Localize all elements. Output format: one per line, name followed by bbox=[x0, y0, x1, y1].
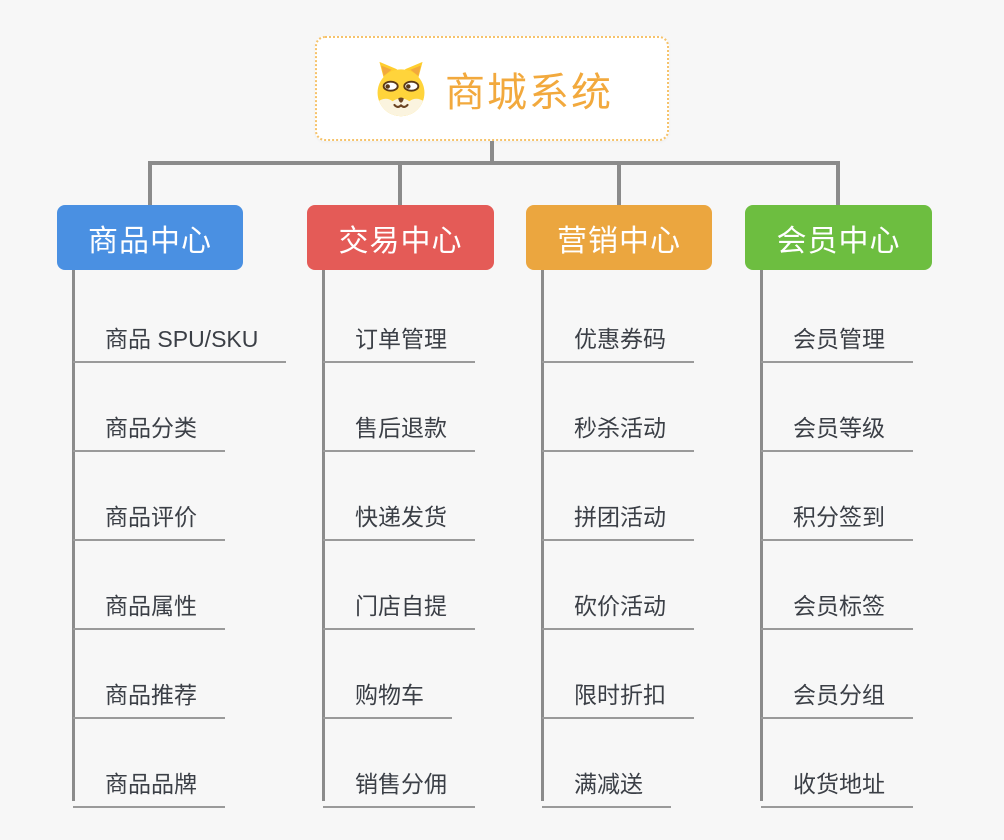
leaf-node[interactable]: 商品属性 bbox=[73, 575, 225, 630]
leaf-node[interactable]: 会员标签 bbox=[761, 575, 913, 630]
trunk-products bbox=[72, 270, 75, 801]
branch-header-marketing[interactable]: 营销中心 bbox=[526, 205, 712, 270]
connector-horizontal-bar bbox=[148, 161, 840, 165]
leaf-node[interactable]: 商品评价 bbox=[73, 486, 225, 541]
branch-header-members[interactable]: 会员中心 bbox=[745, 205, 932, 270]
leaf-node[interactable]: 收货地址 bbox=[761, 753, 913, 808]
connector-drop-4 bbox=[836, 161, 840, 205]
leaf-node[interactable]: 门店自提 bbox=[323, 575, 475, 630]
leaf-node[interactable]: 限时折扣 bbox=[542, 664, 694, 719]
leaf-node[interactable]: 销售分佣 bbox=[323, 753, 475, 808]
leaf-node[interactable]: 商品推荐 bbox=[73, 664, 225, 719]
connector-drop-3 bbox=[617, 161, 621, 205]
leaf-node[interactable]: 商品品牌 bbox=[73, 753, 225, 808]
leaf-node[interactable]: 会员等级 bbox=[761, 397, 913, 452]
leaf-node[interactable]: 订单管理 bbox=[323, 308, 475, 363]
connector-root-stub bbox=[490, 141, 494, 161]
trunk-trade bbox=[322, 270, 325, 801]
root-title: 商城系统 bbox=[445, 70, 613, 115]
leaf-node[interactable]: 秒杀活动 bbox=[542, 397, 694, 452]
connector-drop-2 bbox=[398, 161, 402, 205]
dog-face-icon bbox=[377, 61, 425, 116]
leaf-node[interactable]: 拼团活动 bbox=[542, 486, 694, 541]
leaf-node[interactable]: 砍价活动 bbox=[542, 575, 694, 630]
leaf-node[interactable]: 商品 SPU/SKU bbox=[73, 308, 287, 363]
leaf-node[interactable]: 积分签到 bbox=[761, 486, 913, 541]
leaf-node[interactable]: 快递发货 bbox=[323, 486, 475, 541]
leaf-node[interactable]: 优惠券码 bbox=[542, 308, 694, 363]
trunk-marketing bbox=[541, 270, 544, 801]
connector-drop-1 bbox=[148, 161, 152, 205]
leaf-node[interactable]: 满减送 bbox=[542, 753, 671, 808]
root-node[interactable]: 商城系统 bbox=[315, 36, 669, 141]
leaf-node[interactable]: 会员分组 bbox=[761, 664, 913, 719]
branch-header-trade[interactable]: 交易中心 bbox=[307, 205, 494, 270]
branch-header-products[interactable]: 商品中心 bbox=[57, 205, 243, 270]
trunk-members bbox=[760, 270, 763, 801]
leaf-node[interactable]: 商品分类 bbox=[73, 397, 225, 452]
leaf-node[interactable]: 会员管理 bbox=[761, 308, 913, 363]
leaf-node[interactable]: 购物车 bbox=[323, 664, 452, 719]
leaf-node[interactable]: 售后退款 bbox=[323, 397, 475, 452]
